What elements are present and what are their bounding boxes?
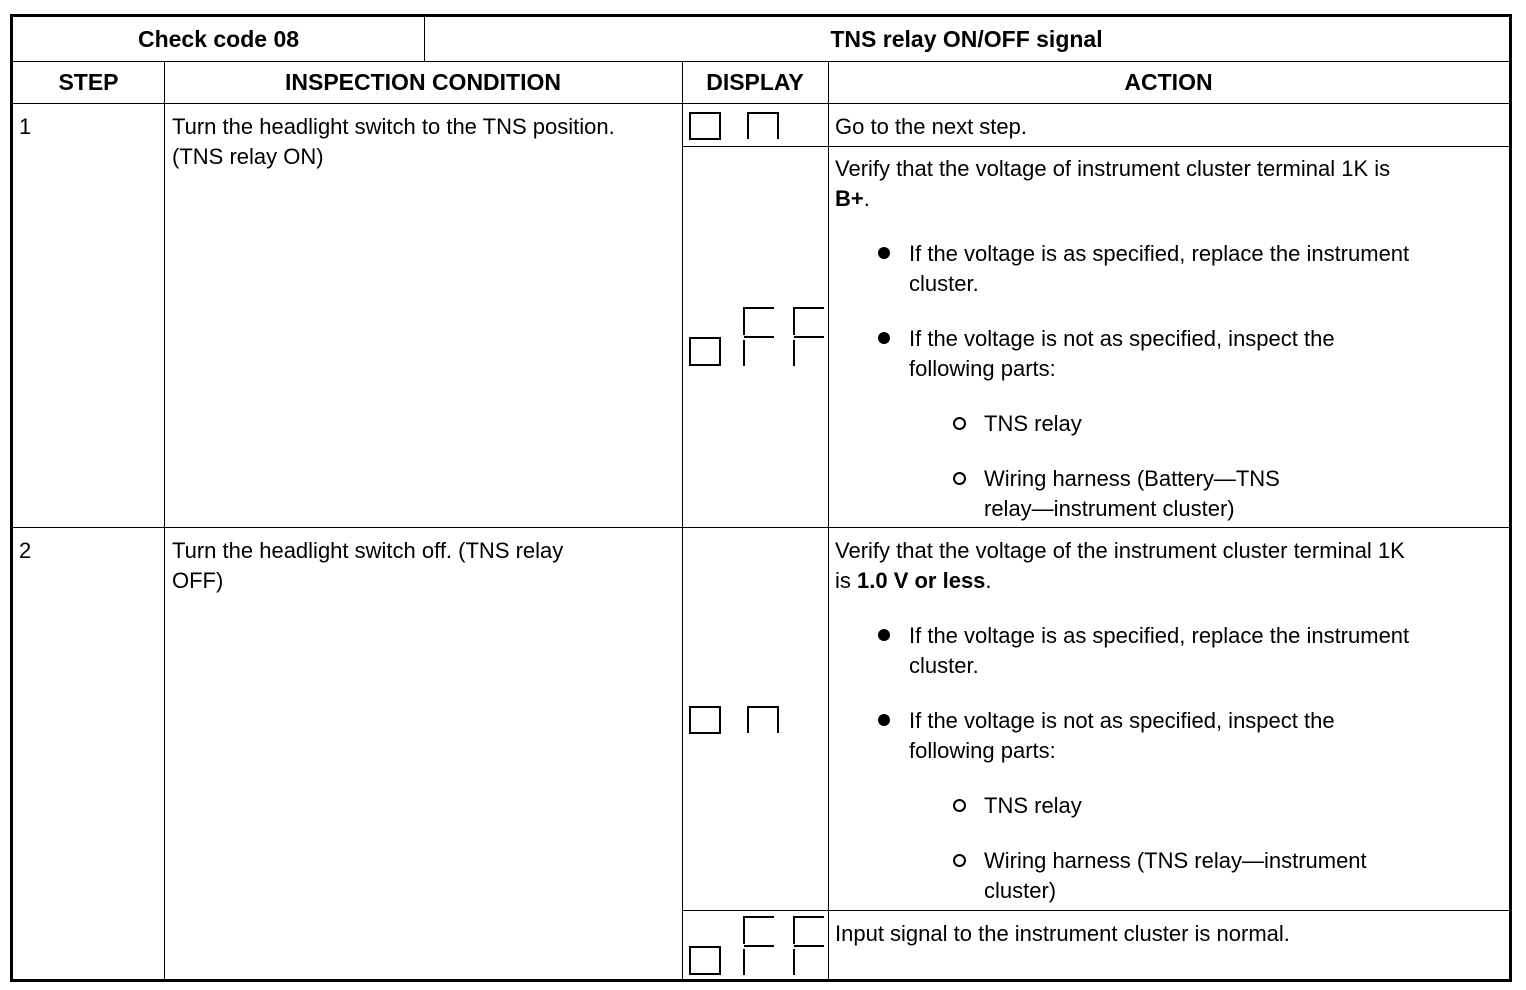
bullet-icon [878,714,890,726]
spec-value: 1.0 V or less [857,568,986,593]
action-text: If the voltage is as specified, replace … [909,623,1410,648]
bullet-icon [878,629,890,641]
display-on-indicator [688,110,788,142]
sub-bullet-icon [953,854,966,867]
step-number: 2 [19,538,32,563]
action-text: TNS relay [984,793,1082,818]
title-row: Check code 08 TNS relay ON/OFF signal [13,17,1509,62]
action-text: If the voltage is as specified, replace … [909,241,1410,266]
action-text: Wiring harness (Battery—TNS [984,466,1280,491]
condition-text: Turn the headlight switch to the TNS pos… [172,114,615,139]
action-text: relay—instrument cluster) [984,496,1235,521]
action-text: If the voltage is not as specified, insp… [909,708,1335,733]
punctuation: . [985,568,992,593]
check-code-title: Check code 08 [137,25,300,52]
check-code-table: Check code 08 TNS relay ON/OFF signal ST… [10,14,1512,982]
text-fragment: is [835,568,857,593]
bullet-icon [878,247,890,259]
divider [424,17,425,61]
condition-text: OFF) [172,568,224,593]
column-header-step: STEP [58,69,119,95]
action-text: cluster. [909,653,979,678]
action-text: Input signal to the instrument cluster i… [835,921,1290,946]
condition-text: (TNS relay ON) [172,144,324,169]
column-header-condition: INSPECTION CONDITION [284,69,561,95]
divider [828,62,829,979]
action-text: cluster. [909,271,979,296]
display-on-indicator [688,704,788,736]
action-text: Wiring harness (TNS relay—instrument [984,848,1367,873]
punctuation: . [863,186,870,211]
bullet-icon [878,332,890,344]
divider [682,62,683,979]
action-text: Verify that the voltage of instrument cl… [835,156,1391,181]
divider [13,527,1509,528]
action-text: B+. [835,184,870,214]
divider [682,910,1509,911]
signal-title: TNS relay ON/OFF signal [830,25,1103,52]
column-header-display: DISPLAY [706,69,804,95]
display-off-indicator [688,304,828,370]
divider [682,146,1509,147]
action-text: TNS relay [984,411,1082,436]
sub-bullet-icon [953,799,966,812]
condition-text: Turn the headlight switch off. (TNS rela… [172,538,564,563]
column-header-row: STEP INSPECTION CONDITION DISPLAY ACTION [13,62,1509,104]
column-header-action: ACTION [1124,69,1213,95]
action-text: If the voltage is not as specified, insp… [909,326,1335,351]
sub-bullet-icon [953,472,966,485]
action-text: Verify that the voltage of the instrumen… [835,538,1405,563]
display-off-indicator [688,913,828,979]
divider [164,62,165,979]
step-number: 1 [19,114,32,139]
spec-value: B+ [835,186,864,211]
action-text: cluster) [984,878,1057,903]
action-text: is 1.0 V or less. [835,566,992,596]
action-text: following parts: [909,738,1056,763]
sub-bullet-icon [953,417,966,430]
action-text: following parts: [909,356,1056,381]
action-text: Go to the next step. [835,114,1028,139]
